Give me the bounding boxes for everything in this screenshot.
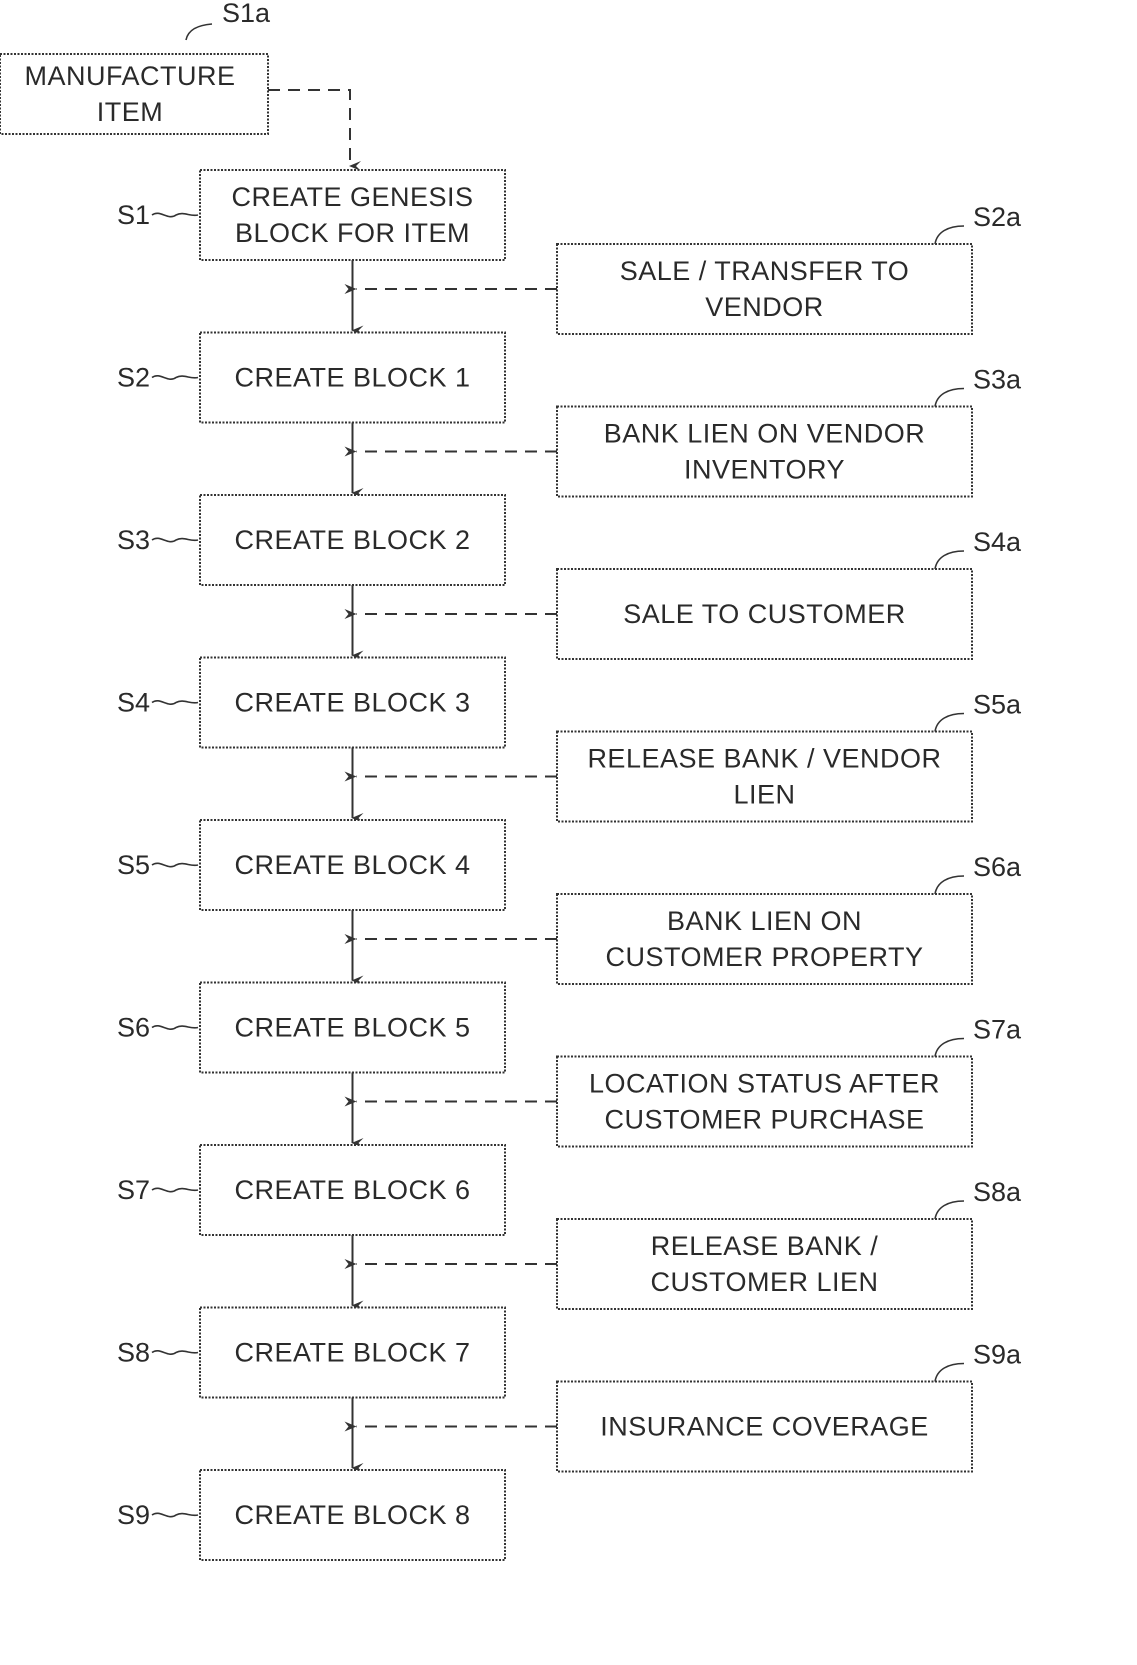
step-ref-label: S1 — [117, 200, 150, 230]
event-ref-leader — [935, 551, 964, 569]
step-ref-leader — [152, 213, 198, 216]
event-ref-leader — [935, 226, 964, 244]
event-box-text: SALE / TRANSFER TO — [620, 256, 910, 286]
event-ref-label: S9a — [973, 1340, 1022, 1370]
event-box-text: VENDOR — [705, 292, 824, 322]
step-box-text: CREATE BLOCK 6 — [234, 1175, 470, 1205]
step-box-text: CREATE GENESIS — [231, 182, 473, 212]
step-box-text: CREATE BLOCK 5 — [234, 1013, 470, 1043]
event-ref-leader — [935, 389, 964, 407]
step-ref-leader — [152, 1188, 198, 1191]
event-box-text: LIEN — [733, 780, 795, 810]
event-box-text: LOCATION STATUS AFTER — [589, 1069, 940, 1099]
event-box-text: SALE TO CUSTOMER — [623, 599, 906, 629]
event-ref-leader — [935, 876, 964, 894]
step-ref-label: S3 — [117, 525, 150, 555]
event-ref-label: S5a — [973, 690, 1022, 720]
event-box-text: RELEASE BANK / VENDOR — [587, 744, 941, 774]
step-box-text: BLOCK FOR ITEM — [235, 218, 470, 248]
step-ref-label: S6 — [117, 1013, 150, 1043]
event-ref-leader — [935, 1201, 964, 1219]
event-box-text: INVENTORY — [684, 455, 845, 485]
start-ref-leader — [186, 24, 212, 40]
event-ref-label: S4a — [973, 527, 1022, 557]
event-ref-leader — [935, 714, 964, 732]
event-ref-label: S6a — [973, 852, 1022, 882]
start-box-text: MANUFACTURE — [24, 61, 235, 91]
step-ref-label: S8 — [117, 1338, 150, 1368]
event-ref-label: S7a — [973, 1015, 1022, 1045]
step-ref-label: S9 — [117, 1500, 150, 1530]
step-ref-leader — [152, 1351, 198, 1354]
step-box-text: CREATE BLOCK 2 — [234, 525, 470, 555]
start-box-text: ITEM — [97, 97, 164, 127]
event-ref-leader — [935, 1364, 964, 1382]
event-ref-label: S2a — [973, 202, 1022, 232]
event-box-text: INSURANCE COVERAGE — [600, 1412, 929, 1442]
event-box-text: CUSTOMER LIEN — [650, 1267, 878, 1297]
step-box-text: CREATE BLOCK 1 — [234, 363, 470, 393]
step-ref-label: S5 — [117, 850, 150, 880]
step-ref-leader — [152, 1026, 198, 1029]
event-box-text: CUSTOMER PROPERTY — [605, 942, 923, 972]
step-ref-leader — [152, 701, 198, 704]
step-box-text: CREATE BLOCK 3 — [234, 688, 470, 718]
step-box-text: CREATE BLOCK 4 — [234, 850, 470, 880]
event-box-text: CUSTOMER PURCHASE — [604, 1105, 924, 1135]
event-ref-leader — [935, 1039, 964, 1057]
step-ref-label: S4 — [117, 688, 150, 718]
start-ref-label: S1a — [222, 0, 271, 28]
step-box-text: CREATE BLOCK 8 — [234, 1500, 470, 1530]
step-ref-leader — [152, 538, 198, 541]
step-ref-leader — [152, 863, 198, 866]
event-ref-label: S8a — [973, 1177, 1022, 1207]
step-box-text: CREATE BLOCK 7 — [234, 1338, 470, 1368]
step-ref-leader — [152, 376, 198, 379]
event-box-text: RELEASE BANK / — [651, 1231, 879, 1261]
step-ref-leader — [152, 1513, 198, 1516]
step-ref-label: S7 — [117, 1175, 150, 1205]
event-ref-label: S3a — [973, 365, 1022, 395]
start-to-step1-connector — [268, 90, 350, 166]
step-ref-label: S2 — [117, 363, 150, 393]
event-box-text: BANK LIEN ON — [667, 906, 862, 936]
event-box-text: BANK LIEN ON VENDOR — [604, 419, 926, 449]
